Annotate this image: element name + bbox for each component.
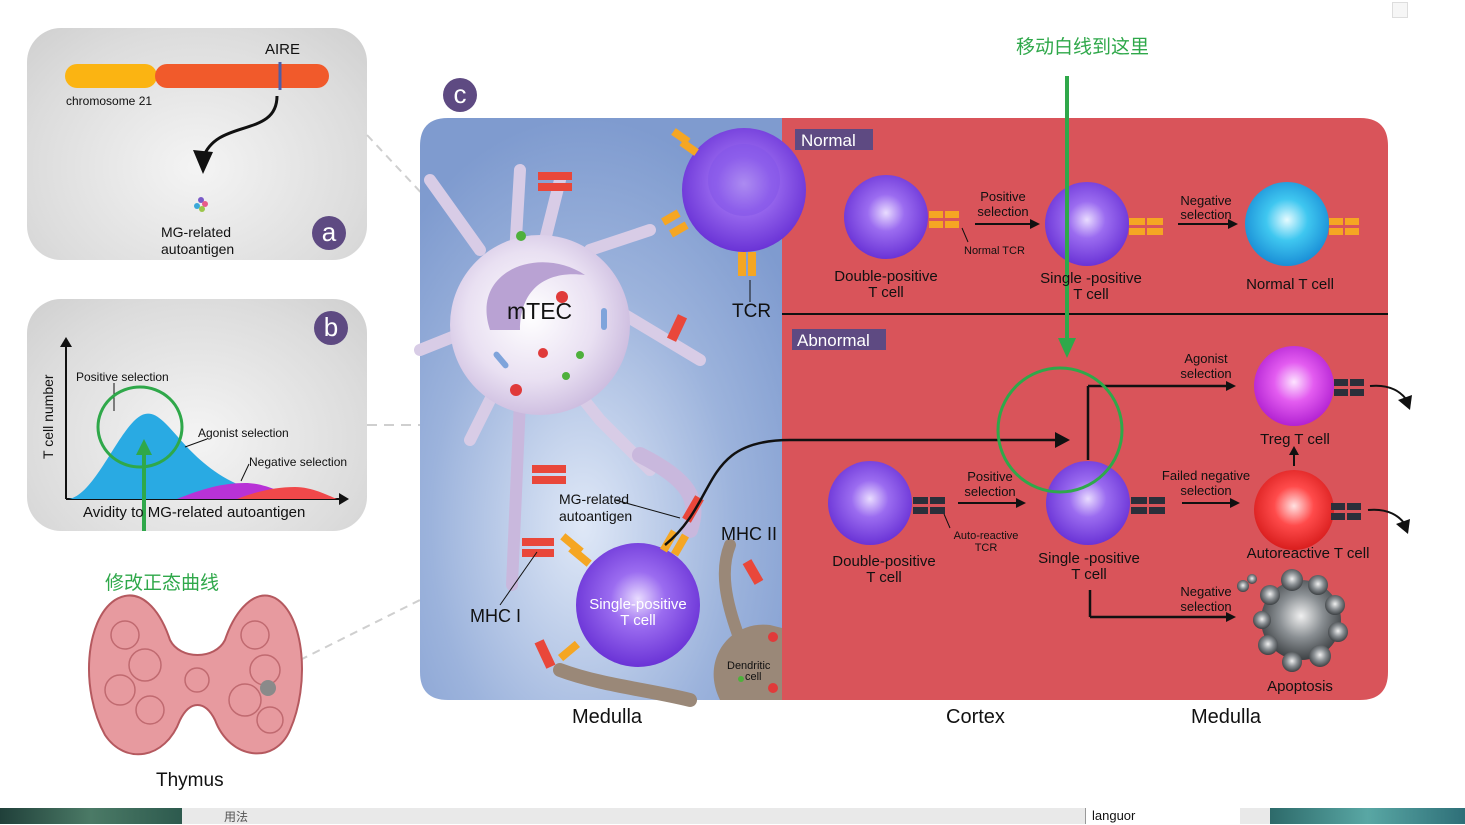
apoptosis-neg-sel-1: Negative — [1180, 584, 1232, 599]
badge-c: c — [443, 78, 477, 112]
chromosome-diagram — [65, 62, 329, 212]
note-move-white-line: 移动白线到这里 — [1016, 37, 1150, 58]
x-axis-label: Avidity to MG-related autoantigen — [83, 504, 306, 521]
normal-t-cell-label: Normal T cell — [1246, 276, 1334, 293]
abnormal-sp-label-1: Single -positive — [1038, 550, 1140, 567]
failed-neg-sel-2: selection — [1180, 483, 1232, 498]
normal-pos-sel-1: Positive — [980, 189, 1026, 204]
mtec-cell — [414, 164, 706, 591]
negative-selection-label: Negative selection — [249, 455, 348, 469]
mg-related-label-1: MG-related — [559, 491, 630, 507]
thymus-illustration — [88, 594, 303, 756]
normal-dp-label-2: T cell — [868, 284, 904, 301]
search-field[interactable]: languor — [1085, 808, 1240, 824]
normal-header: Normal — [801, 131, 856, 150]
selection-curve-chart — [60, 337, 349, 531]
autoantigen-label-2: autoantigen — [161, 241, 235, 257]
mhc2-label: MHC II — [721, 524, 777, 544]
abnormal-header: Abnormal — [797, 331, 870, 350]
tcr-label: TCR — [732, 301, 772, 322]
dendritic-label-1: Dendritic — [727, 660, 771, 672]
thymus-label: Thymus — [156, 770, 224, 791]
note-modify-curve: 修改正态曲线 — [105, 573, 220, 594]
failed-neg-sel-1: Failed negative — [1161, 468, 1251, 483]
agonist-selection-label: Agonist selection — [198, 426, 289, 440]
window-restore-icon[interactable] — [1392, 2, 1408, 18]
abnormal-sp-label-2: T cell — [1071, 566, 1107, 583]
normal-dp-label-1: Double-positive — [834, 268, 938, 285]
bottom-strip: 用法 languor — [0, 808, 1465, 824]
thumbnail-left[interactable] — [0, 808, 182, 824]
normal-tcr-label: Normal TCR — [964, 245, 1025, 257]
abnormal-dp-label-1: Double-positive — [832, 553, 936, 570]
normal-neg-sel-2: selection — [1180, 207, 1232, 222]
badge-a: a — [312, 216, 346, 250]
abnormal-dp-label-2: T cell — [866, 569, 902, 586]
mtec-label: mTEC — [507, 298, 573, 324]
aire-label: AIRE — [265, 41, 301, 58]
positive-selection-label: Positive selection — [76, 370, 169, 384]
normal-sp-label-1: Single -positive — [1040, 270, 1142, 287]
cortex-label: Cortex — [946, 706, 1005, 728]
badge-b: b — [314, 311, 348, 345]
autoreactive-label: Autoreactive T cell — [1246, 545, 1370, 562]
sp-tcell-medulla-label-1: Single-positive — [589, 596, 687, 613]
agonist-sel-1: Agonist — [1184, 351, 1228, 366]
usage-text: 用法 — [224, 810, 249, 824]
auto-tcr-label-1: Auto-reactive — [953, 530, 1019, 542]
apoptosis-label: Apoptosis — [1267, 678, 1333, 695]
mg-related-label-2: autoantigen — [559, 508, 633, 524]
mhc1-label: MHC I — [470, 606, 521, 626]
panel-b: T cell number Avidity to MG-related auto… — [27, 299, 367, 531]
dendritic-label-2: cell — [745, 671, 762, 683]
treg-label: Treg T cell — [1260, 431, 1330, 448]
sp-tcell-medulla-label-2: T cell — [620, 612, 656, 629]
apoptosis-neg-sel-2: selection — [1180, 599, 1232, 614]
abnormal-pos-sel-1: Positive — [967, 469, 1013, 484]
chromosome-label: chromosome 21 — [66, 94, 153, 108]
normal-pos-sel-2: selection — [977, 204, 1029, 219]
normal-sp-label-2: T cell — [1073, 286, 1109, 303]
auto-tcr-label-2: TCR — [974, 542, 998, 554]
thumbnail-right[interactable] — [1270, 808, 1465, 824]
autoantigen-label-1: MG-related — [161, 224, 232, 240]
medulla-left-label: Medulla — [572, 706, 643, 728]
normal-neg-sel-1: Negative — [1180, 193, 1232, 208]
medulla-right-label: Medulla — [1191, 706, 1262, 728]
agonist-sel-2: selection — [1180, 366, 1232, 381]
abnormal-pos-sel-2: selection — [964, 484, 1016, 499]
panel-a: AIRE chromosome 21 MG-related autoantige… — [27, 28, 367, 260]
